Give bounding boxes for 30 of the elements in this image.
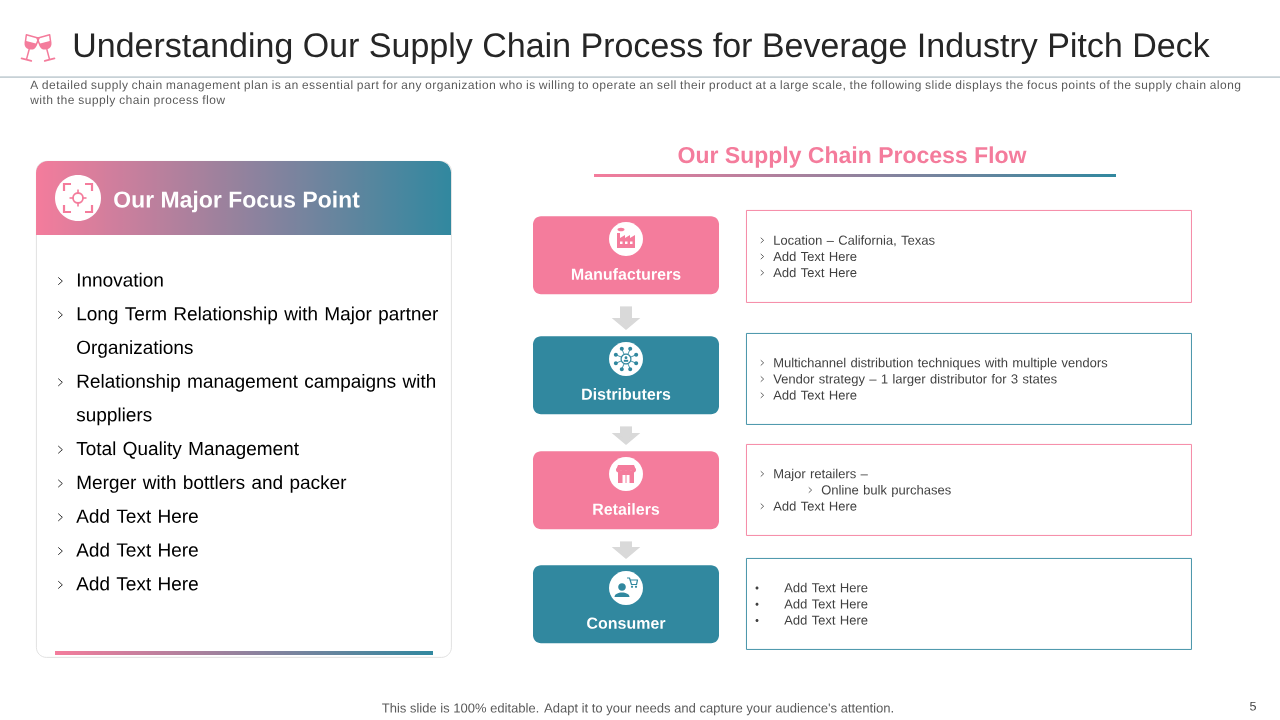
process-box: Consumer [533,565,719,644]
process-box: Distributers [533,336,719,415]
list-item: Relationship management campaigns with suppliers [76,373,435,426]
list-item: Add Text Here [76,542,198,557]
list-item: Multichannel distribution techniques with multiple vendors [774,357,1108,370]
list-item: Online bulk purchases [821,484,951,498]
footer-note: This slide is 100% editable. Adapt it to your needs and capture your audience's attention. [382,703,893,716]
list-item: Major retailers – [774,468,868,481]
list-item: Add Text Here [773,251,857,261]
list-item: Add Text Here [784,615,868,625]
list-item: Add Text Here [773,267,857,278]
process-box: Manufacturers [533,216,719,295]
list-item: Add Text Here [76,576,198,591]
title: Understanding Our Supply Chain Process for Beverage Industry Pitch Deck [74,32,1210,65]
list-item: Add Text Here [773,390,857,400]
list-item: Total Quality Management [76,441,299,460]
list-item: Innovation [77,272,163,287]
list-item: Vendor strategy – 1 larger distributor for 3 states [773,373,1057,387]
list-item: Merger with bottlers and packer [77,475,347,493]
section-heading: Our Supply Chain Process Flow [678,146,1027,168]
list-item: Add Text Here [784,582,868,593]
list-item: Add Text Here [784,598,868,609]
list-item: Long Term Relationship with Major partner Organizations [77,306,438,358]
list-item: Add Text Here [773,501,857,511]
page-number: 5 [1250,701,1256,711]
description: A detailed supply chain management plan is an essential part for any organization who is willing to operate an sell their product at a large scale, the following slide displays the focus points of the supply chain along with the supply chain process flow [30,80,1241,107]
process-box: Retailers [533,451,719,530]
list-item: Location – California, Texas [774,235,935,247]
list-item: Add Text Here [76,508,198,523]
panel-heading: Our Major Focus Point [114,190,360,213]
